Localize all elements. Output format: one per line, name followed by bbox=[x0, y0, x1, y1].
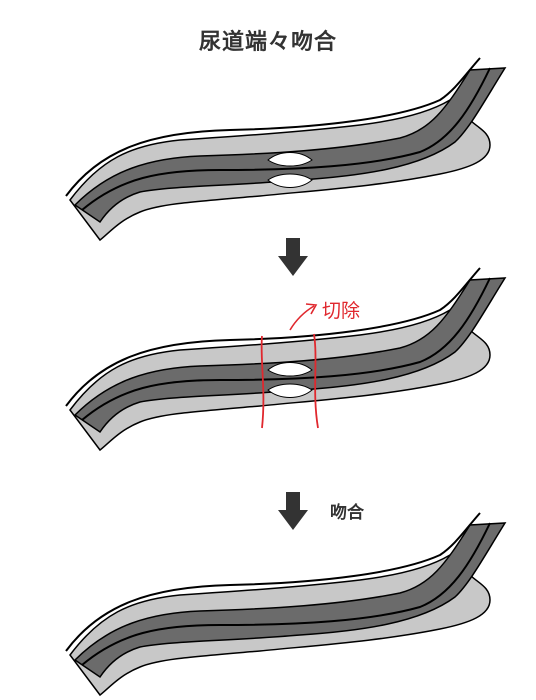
stage2-urethra bbox=[65, 267, 506, 451]
diagram-title: 尿道端々吻合 bbox=[198, 30, 337, 55]
stage3-urethra bbox=[65, 512, 506, 696]
down-arrow-icon bbox=[278, 238, 308, 276]
cut-lines bbox=[260, 303, 319, 429]
down-arrow-icon bbox=[278, 492, 308, 530]
stage1-urethra bbox=[65, 57, 506, 241]
anastomosis-label: 吻合 bbox=[330, 503, 364, 523]
cut-label: 切除 bbox=[322, 300, 361, 322]
